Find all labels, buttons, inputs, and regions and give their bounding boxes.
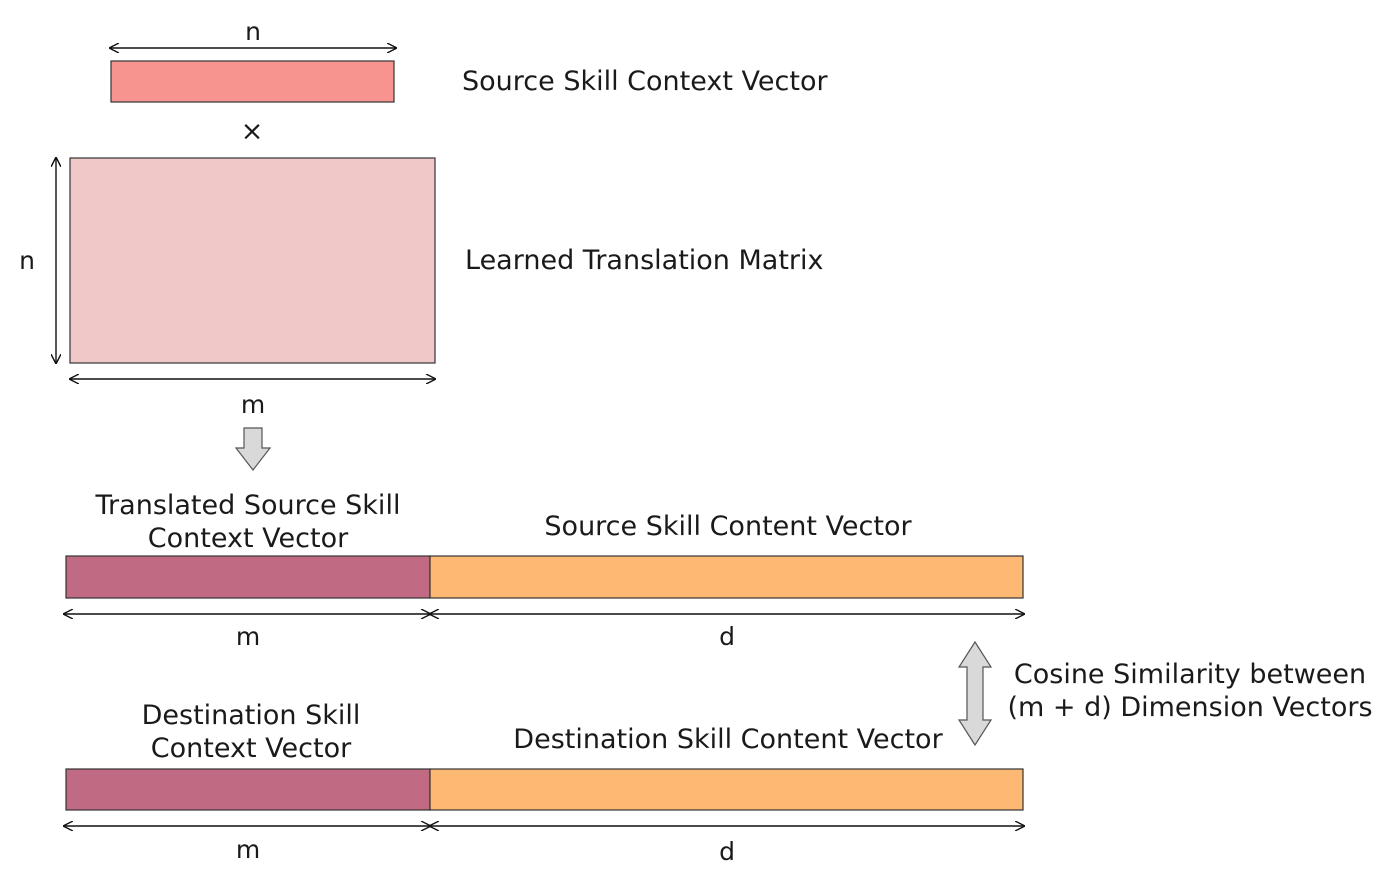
destination-context-segment [65, 768, 431, 811]
source-content-dim-label: d [719, 622, 735, 651]
matrix-rows-label: n [19, 246, 35, 275]
source-context-vector-block [110, 60, 395, 103]
destination-content-segment [429, 768, 1024, 811]
translation-matrix-block [69, 157, 436, 364]
source-context-vector-label: Source Skill Context Vector [462, 66, 828, 97]
source-content-segment [429, 555, 1024, 599]
destination-context-dim-label: m [236, 835, 260, 864]
cosine-similarity-double-arrow-icon [957, 640, 993, 747]
destination-content-label: Destination Skill Content Vector [513, 724, 943, 755]
translation-matrix-label: Learned Translation Matrix [465, 245, 824, 276]
source-content-label: Source Skill Content Vector [544, 511, 912, 542]
destination-content-dim-label: d [719, 837, 735, 866]
translated-context-label-line1: Translated Source Skill [95, 490, 401, 521]
translated-context-segment [65, 555, 431, 599]
translated-context-label-line2: Context Vector [148, 523, 349, 554]
matrix-cols-label: m [241, 390, 265, 419]
cosine-similarity-label-line1: Cosine Similarity between [1014, 659, 1366, 690]
destination-context-label-line2: Context Vector [151, 733, 352, 764]
destination-context-label-line1: Destination Skill [142, 700, 361, 731]
cosine-similarity-label-line2: (m + d) Dimension Vectors [1007, 692, 1372, 723]
down-arrow-icon [234, 427, 272, 471]
vector-width-label: n [245, 17, 261, 46]
translated-context-dim-label: m [236, 622, 260, 651]
multiply-icon: × [241, 116, 264, 147]
